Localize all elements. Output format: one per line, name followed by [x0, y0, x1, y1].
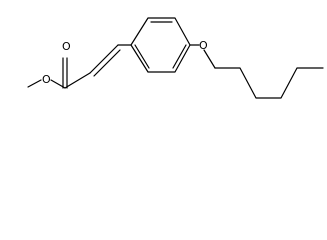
benzene-ring: [130, 17, 191, 73]
carbonyl-to-alpha-carbon-bond: [64, 72, 91, 89]
methyl-to-ester-oxygen-bond: [27, 79, 42, 88]
benzene-inner-double-bond-right: [172, 44, 187, 69]
hexyl-chain: [214, 67, 324, 99]
ester-oxygen-label: O: [42, 73, 51, 86]
atom-label-layer: O O O: [42, 39, 208, 86]
alkene-double-bond-a: [89, 44, 119, 74]
ether-oxygen-to-hexyl-bond: [203, 49, 216, 69]
alkene-double-bond-b: [93, 49, 121, 77]
bond-layer: [27, 17, 324, 99]
benzene-inner-double-bond-left: [134, 44, 150, 69]
carbonyl-oxygen-label: O: [62, 40, 71, 53]
chemical-structure-diagram: O O O: [27, 17, 324, 99]
ether-oxygen-label: O: [199, 39, 208, 52]
